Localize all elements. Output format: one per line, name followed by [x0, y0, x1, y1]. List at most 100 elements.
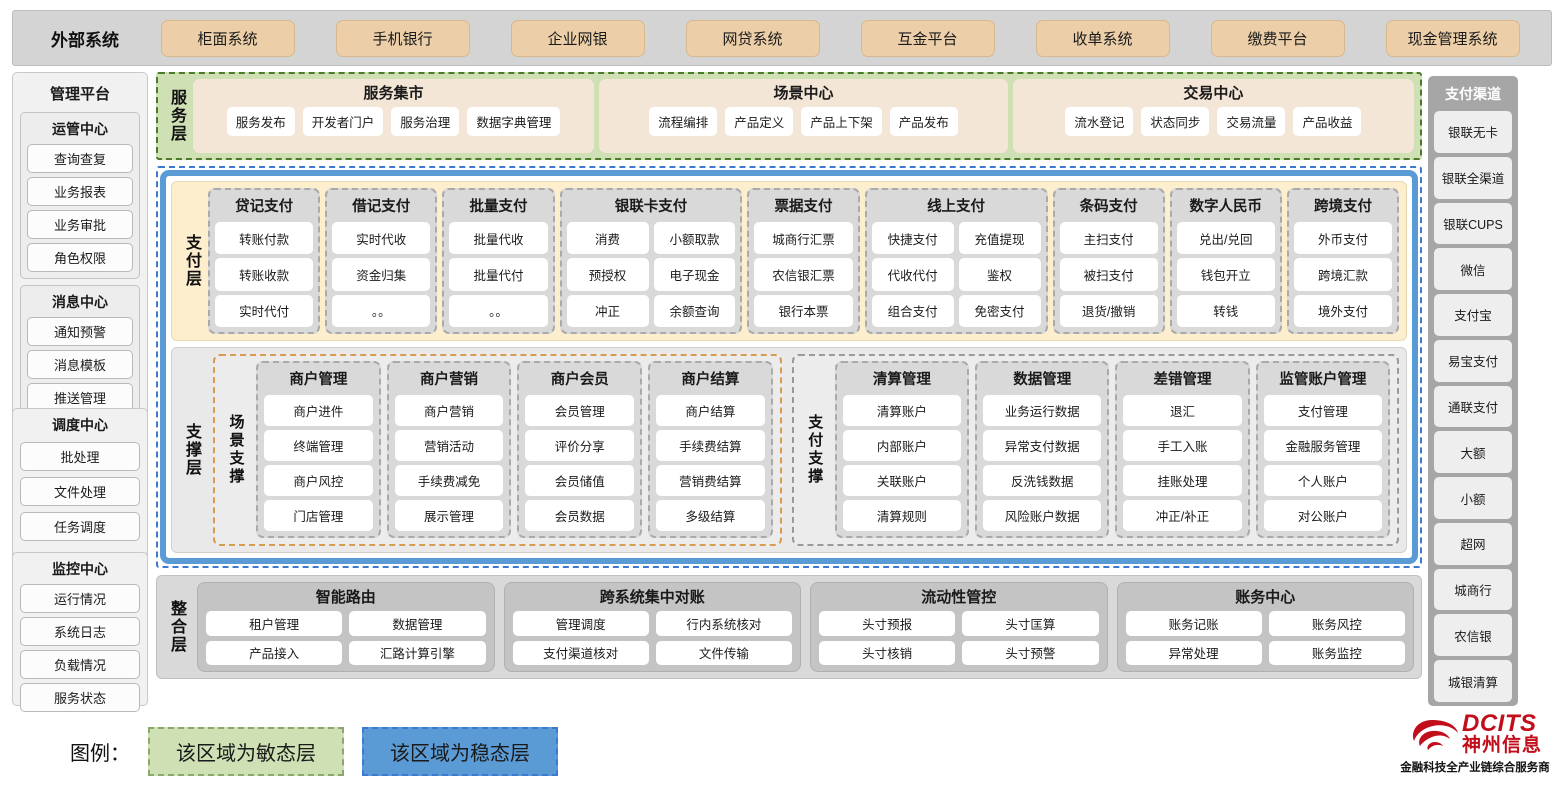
external-system-item[interactable]: 互金平台 — [860, 19, 995, 57]
support-cell[interactable]: 门店管理 — [264, 500, 373, 531]
payment-cell[interactable]: 转账付款 — [215, 222, 314, 255]
support-cell[interactable]: 内部账户 — [842, 430, 962, 461]
channel-item[interactable]: 通联支付 — [1434, 385, 1512, 428]
support-cell[interactable]: 清算规则 — [842, 500, 962, 531]
payment-cell[interactable]: 主扫支付 — [1059, 222, 1158, 255]
integration-cell[interactable]: 产品接入 — [206, 640, 343, 665]
support-cell[interactable]: 多级结算 — [656, 500, 765, 531]
integration-cell[interactable]: 数据管理 — [349, 611, 486, 636]
sidebar-item-batch[interactable]: 批处理 — [20, 442, 140, 471]
service-item[interactable]: 服务治理 — [391, 107, 460, 136]
sidebar-item-approval[interactable]: 业务审批 — [27, 210, 133, 239]
service-item[interactable]: 数据字典管理 — [467, 107, 561, 136]
support-cell[interactable]: 退汇 — [1123, 395, 1242, 426]
payment-cell[interactable]: 批量代付 — [449, 258, 548, 291]
integration-cell[interactable]: 头寸匡算 — [962, 611, 1099, 636]
support-cell[interactable]: 会员管理 — [525, 395, 635, 426]
payment-cell[interactable]: 兑出/兑回 — [1176, 222, 1275, 255]
support-cell[interactable]: 商户进件 — [264, 395, 373, 426]
integration-cell[interactable]: 文件传输 — [655, 640, 792, 665]
payment-cell[interactable]: 批量代收 — [449, 222, 548, 255]
external-system-item[interactable]: 手机银行 — [335, 19, 470, 57]
payment-cell[interactable]: 钱包开立 — [1176, 258, 1275, 291]
support-cell[interactable]: 手续费减免 — [394, 465, 504, 496]
channel-item[interactable]: 支付宝 — [1434, 294, 1512, 336]
sidebar-item-role[interactable]: 角色权限 — [27, 243, 133, 272]
integration-cell[interactable]: 租户管理 — [206, 611, 343, 636]
support-cell[interactable]: 会员数据 — [525, 500, 635, 531]
payment-cell[interactable]: 小额取款 — [653, 222, 736, 255]
payment-cell[interactable]: 快捷支付 — [871, 222, 954, 255]
external-system-item[interactable]: 企业网银 — [510, 19, 645, 57]
payment-cell[interactable]: 银行本票 — [754, 294, 853, 327]
sidebar-item-syslog[interactable]: 系统日志 — [20, 617, 140, 646]
support-cell[interactable]: 异常支付数据 — [983, 430, 1102, 461]
service-item[interactable]: 产品收益 — [1293, 107, 1362, 136]
external-system-item[interactable]: 收单系统 — [1035, 19, 1170, 57]
sidebar-item-load[interactable]: 负载情况 — [20, 650, 140, 679]
payment-cell[interactable]: 城商行汇票 — [754, 222, 853, 255]
integration-cell[interactable]: 头寸预报 — [819, 611, 956, 636]
payment-cell[interactable]: 实时代收 — [332, 222, 431, 255]
channel-item[interactable]: 银联CUPS — [1434, 202, 1512, 245]
sidebar-item-query[interactable]: 查询查复 — [27, 144, 133, 173]
payment-cell[interactable]: 境外支付 — [1293, 294, 1393, 327]
sidebar-item-notify[interactable]: 通知预警 — [27, 317, 133, 346]
channel-item[interactable]: 大额 — [1434, 431, 1512, 474]
service-item[interactable]: 开发者门户 — [302, 107, 384, 136]
sidebar-item-service-status[interactable]: 服务状态 — [20, 683, 140, 712]
service-item[interactable]: 产品定义 — [725, 107, 794, 136]
payment-cell[interactable]: 免密支付 — [958, 294, 1041, 327]
support-cell[interactable]: 营销活动 — [394, 430, 504, 461]
integration-cell[interactable]: 账务记账 — [1125, 611, 1262, 636]
support-cell[interactable]: 业务运行数据 — [983, 395, 1102, 426]
integration-cell[interactable]: 异常处理 — [1125, 640, 1262, 665]
sidebar-item-push[interactable]: 推送管理 — [27, 383, 133, 412]
integration-cell[interactable]: 头寸核销 — [819, 640, 956, 665]
support-cell[interactable]: 手续费结算 — [656, 430, 765, 461]
sidebar-item-file[interactable]: 文件处理 — [20, 477, 140, 506]
payment-cell[interactable]: 退货/撤销 — [1059, 294, 1158, 327]
service-item[interactable]: 交易流量 — [1217, 107, 1286, 136]
integration-cell[interactable]: 支付渠道核对 — [512, 640, 649, 665]
support-cell[interactable]: 挂账处理 — [1123, 465, 1242, 496]
support-cell[interactable]: 会员储值 — [525, 465, 635, 496]
support-cell[interactable]: 清算账户 — [842, 395, 962, 426]
payment-cell[interactable]: 被扫支付 — [1059, 258, 1158, 291]
external-system-item[interactable]: 缴费平台 — [1210, 19, 1345, 57]
channel-item[interactable]: 微信 — [1434, 248, 1512, 291]
channel-item[interactable]: 小额 — [1434, 477, 1512, 519]
payment-cell-more[interactable]: 。。 — [332, 294, 431, 327]
sidebar-item-task[interactable]: 任务调度 — [20, 512, 140, 541]
payment-cell[interactable]: 充值提现 — [958, 222, 1041, 255]
channel-item[interactable]: 城商行 — [1434, 568, 1512, 611]
service-item[interactable]: 服务发布 — [226, 107, 295, 136]
support-cell[interactable]: 商户营销 — [394, 395, 504, 426]
support-cell[interactable]: 反洗钱数据 — [983, 465, 1102, 496]
external-system-item[interactable]: 柜面系统 — [160, 19, 295, 57]
integration-cell[interactable]: 行内系统核对 — [655, 611, 792, 636]
channel-item[interactable]: 银联无卡 — [1434, 111, 1512, 153]
service-item[interactable]: 产品上下架 — [801, 107, 882, 136]
payment-cell[interactable]: 鉴权 — [958, 258, 1041, 291]
payment-cell[interactable]: 电子现金 — [653, 258, 736, 291]
service-item[interactable]: 流水登记 — [1065, 107, 1134, 136]
service-item[interactable]: 状态同步 — [1141, 107, 1210, 136]
support-cell[interactable]: 个人账户 — [1263, 465, 1383, 496]
integration-cell[interactable]: 账务风控 — [1268, 611, 1405, 636]
payment-cell[interactable]: 外币支付 — [1293, 222, 1393, 255]
channel-item[interactable]: 城银清算 — [1434, 660, 1512, 702]
payment-cell[interactable]: 代收代付 — [871, 258, 954, 291]
support-cell[interactable]: 支付管理 — [1263, 395, 1383, 426]
support-cell[interactable]: 终端管理 — [264, 430, 373, 461]
service-item[interactable]: 流程编排 — [649, 107, 718, 136]
payment-cell[interactable]: 预授权 — [566, 258, 649, 291]
payment-cell[interactable]: 跨境汇款 — [1293, 258, 1393, 291]
payment-cell[interactable]: 资金归集 — [332, 258, 431, 291]
sidebar-item-template[interactable]: 消息模板 — [27, 350, 133, 379]
integration-cell[interactable]: 账务监控 — [1268, 640, 1405, 665]
support-cell[interactable]: 商户风控 — [264, 465, 373, 496]
support-cell[interactable]: 风险账户数据 — [983, 500, 1102, 531]
payment-cell[interactable]: 农信银汇票 — [754, 258, 853, 291]
channel-item[interactable]: 超网 — [1434, 522, 1512, 565]
